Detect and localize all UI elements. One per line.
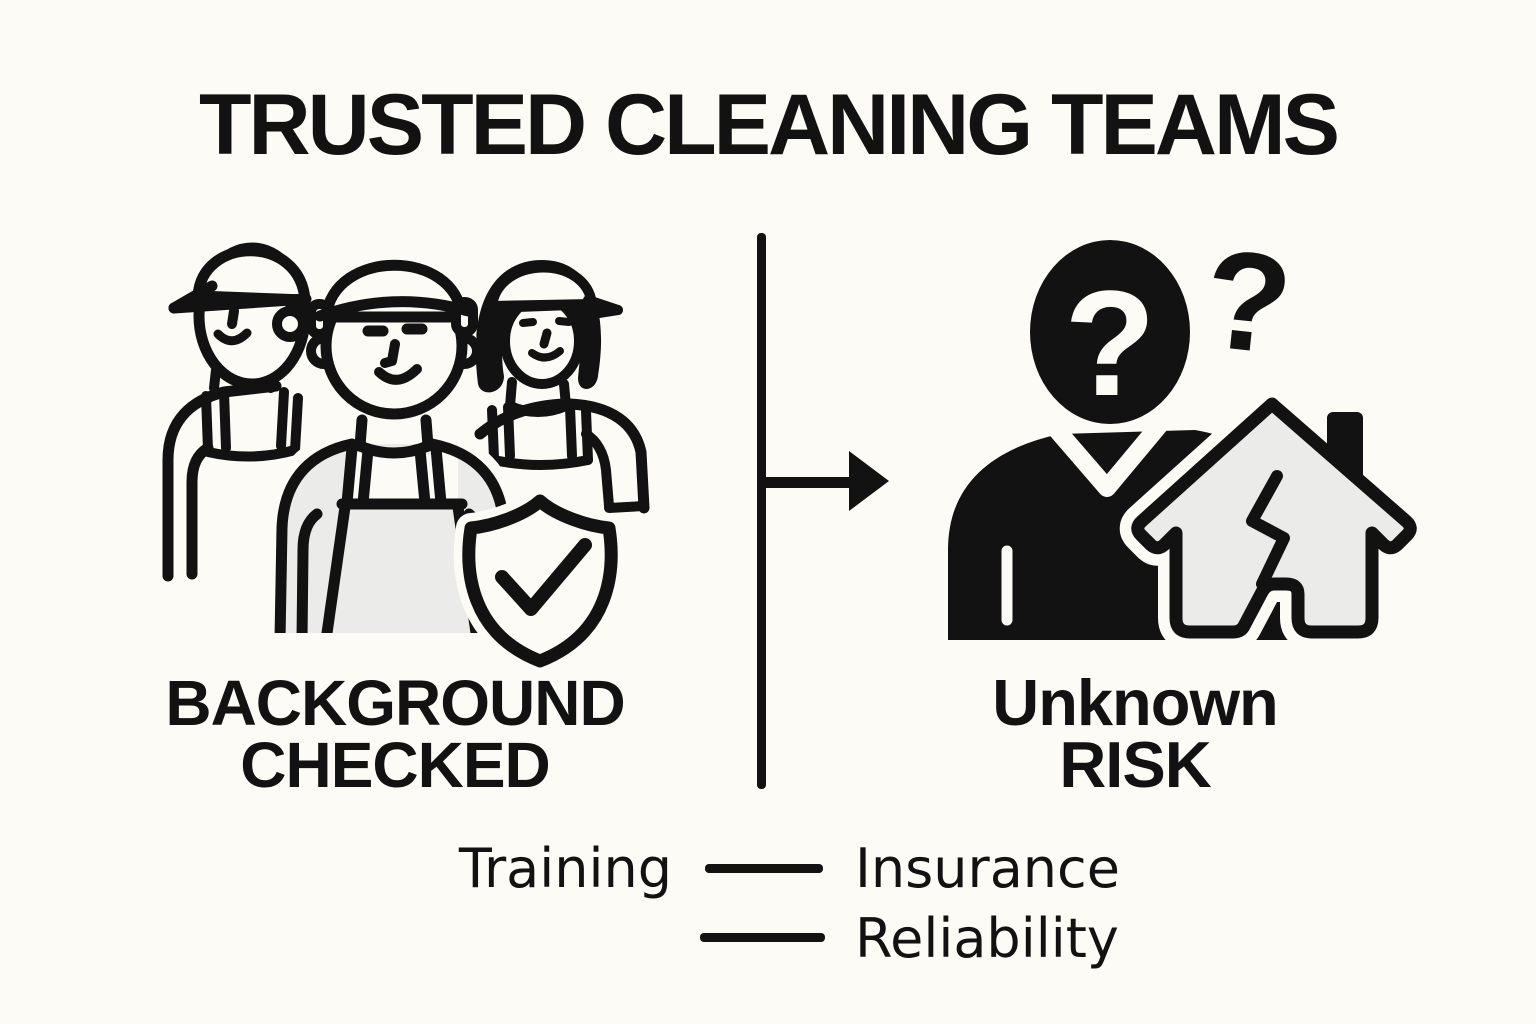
worker-right-nose [539, 328, 552, 349]
person-head [1030, 240, 1190, 424]
worker-center-bib [346, 447, 458, 503]
face-question-mark-icon: ? [1064, 259, 1156, 427]
cleaning-team-illustration [162, 242, 650, 670]
worker-left-ear [272, 306, 308, 342]
right-caption: Unknown RISK [885, 666, 1385, 801]
worker-left-strap [201, 391, 213, 455]
right-caption-line2: RISK [1059, 728, 1211, 801]
page-title: TRUSTED CLEANING TEAMS [199, 77, 1340, 173]
worker-right-smile [528, 347, 564, 362]
unknown-risk-illustration: ? ? [948, 220, 1429, 650]
legend-label-insurance: Insurance [855, 837, 1120, 900]
legend-label-training: Training [458, 837, 672, 900]
worker-left-smile [213, 328, 252, 346]
legend-dash-2 [700, 933, 825, 942]
worker-right-eye [519, 318, 537, 327]
v-neck-collar [1041, 413, 1171, 497]
legend-dash-1 [705, 864, 823, 873]
left-caption: BACKGROUND CHECKED [145, 667, 645, 801]
crack-line [1246, 470, 1290, 590]
checkmark-icon [495, 538, 592, 616]
worker-right-strap [487, 405, 499, 463]
house-body [1131, 397, 1417, 639]
legend-label-reliability: Reliability [855, 907, 1119, 970]
shield-outline [462, 494, 618, 668]
worker-left-cap-icon [192, 245, 311, 306]
worker-left-eye [205, 293, 229, 305]
worker-center-nose [380, 339, 400, 368]
right-caption-line1: Unknown [992, 666, 1278, 739]
floating-question-mark-icon: ? [1197, 220, 1298, 384]
left-caption-line2: CHECKED [240, 729, 550, 801]
shield-check-icon [453, 486, 627, 670]
worker-center-smile [374, 364, 422, 385]
worker-center-strap [341, 442, 358, 509]
worker-left [162, 242, 320, 582]
cracked-house-icon [1119, 386, 1429, 650]
left-caption-line1: BACKGROUND [165, 667, 625, 739]
worker-right [474, 260, 650, 514]
worker-center [263, 259, 523, 633]
worker-left-nose [227, 306, 239, 329]
arrow-right-icon [757, 451, 889, 511]
divider-line [757, 233, 766, 789]
